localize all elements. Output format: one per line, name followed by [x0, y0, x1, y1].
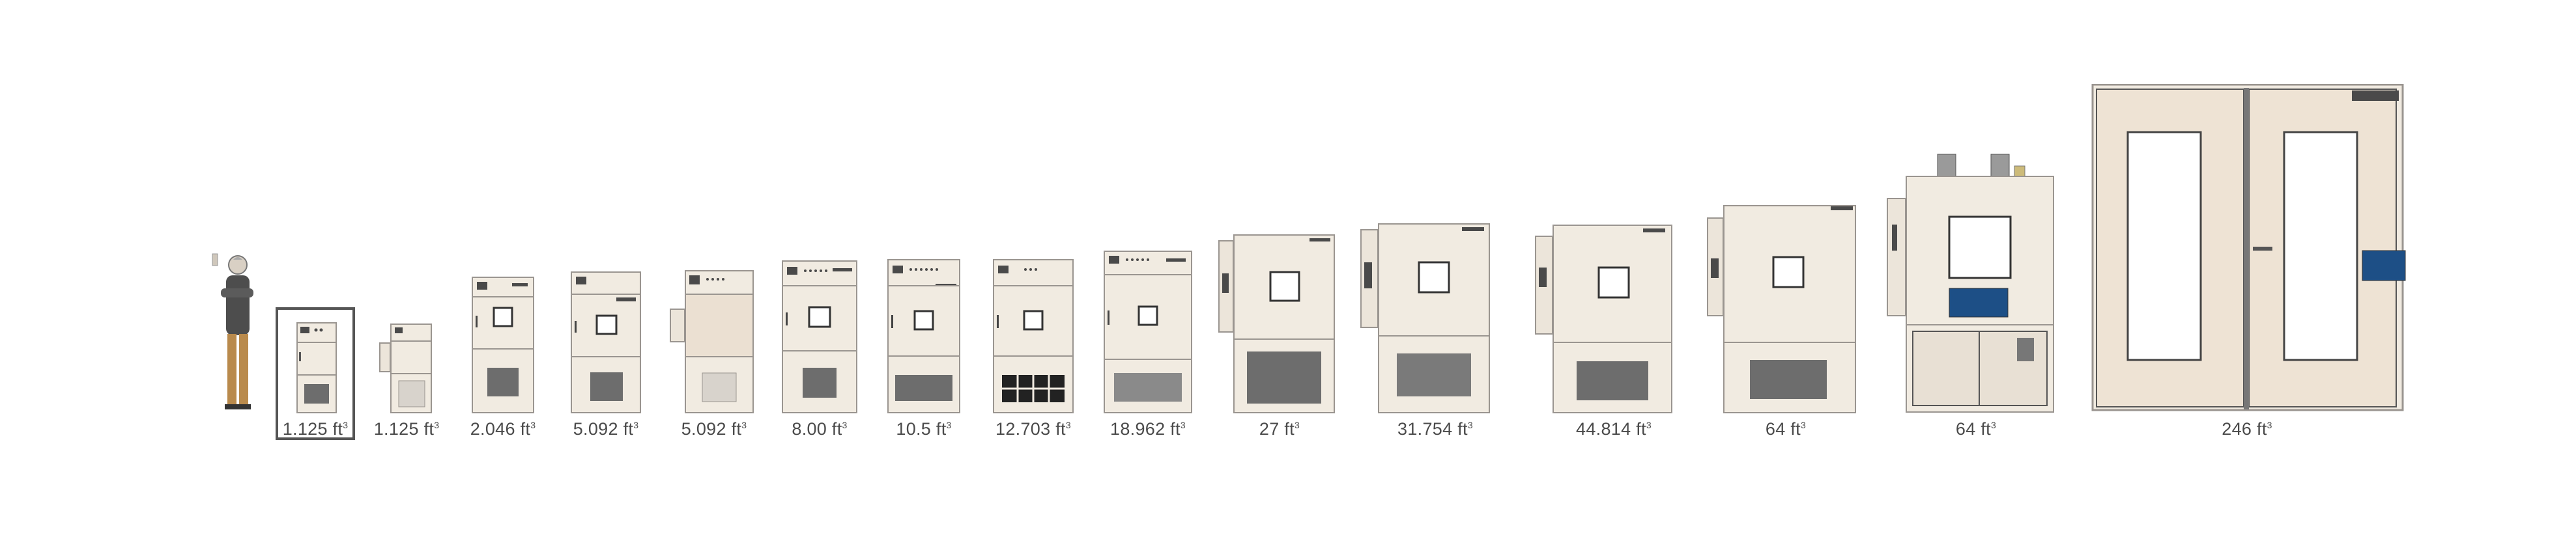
chamber-1-caption[interactable]: 1.125 ft3 — [282, 419, 349, 439]
chamber-15-caption[interactable]: 246 ft3 — [2222, 419, 2272, 439]
chamber-9-image[interactable] — [1104, 251, 1192, 413]
chamber-10-image[interactable] — [1218, 234, 1336, 413]
chamber-7-caption[interactable]: 10.5 ft3 — [896, 419, 952, 439]
chamber-3-image[interactable] — [472, 277, 534, 413]
chamber-11-image[interactable] — [1360, 223, 1491, 413]
chamber-15-image[interactable] — [2089, 84, 2407, 413]
chamber-10-caption[interactable]: 27 ft3 — [1259, 419, 1300, 439]
human-scale-figure — [212, 251, 263, 413]
chamber-6-caption[interactable]: 8.00 ft3 — [792, 419, 848, 439]
chamber-12-image[interactable] — [1535, 225, 1673, 413]
chamber-14-image[interactable] — [1887, 153, 2059, 413]
chamber-2-image[interactable] — [379, 324, 434, 413]
chamber-11-caption[interactable]: 31.754 ft3 — [1397, 419, 1473, 439]
chamber-3-caption[interactable]: 2.046 ft3 — [470, 419, 536, 439]
chamber-4-image[interactable] — [571, 271, 641, 413]
chamber-1-image[interactable] — [296, 322, 337, 413]
chamber-4-caption[interactable]: 5.092 ft3 — [573, 419, 639, 439]
chamber-9-caption[interactable]: 18.962 ft3 — [1110, 419, 1186, 439]
chamber-5-caption[interactable]: 5.092 ft3 — [681, 419, 747, 439]
chamber-6-image[interactable] — [782, 260, 857, 413]
chamber-13-image[interactable] — [1707, 205, 1857, 413]
chamber-8-caption[interactable]: 12.703 ft3 — [995, 419, 1071, 439]
chamber-14-caption[interactable]: 64 ft3 — [1955, 419, 1997, 439]
chamber-8-image[interactable] — [993, 259, 1074, 413]
chamber-12-caption[interactable]: 44.814 ft3 — [1576, 419, 1652, 439]
chamber-2-caption[interactable]: 1.125 ft3 — [373, 419, 440, 439]
chamber-5-image[interactable] — [670, 270, 754, 413]
chamber-7-image[interactable] — [887, 259, 960, 413]
selected-chamber-frame[interactable] — [276, 307, 355, 440]
chamber-13-caption[interactable]: 64 ft3 — [1765, 419, 1807, 439]
